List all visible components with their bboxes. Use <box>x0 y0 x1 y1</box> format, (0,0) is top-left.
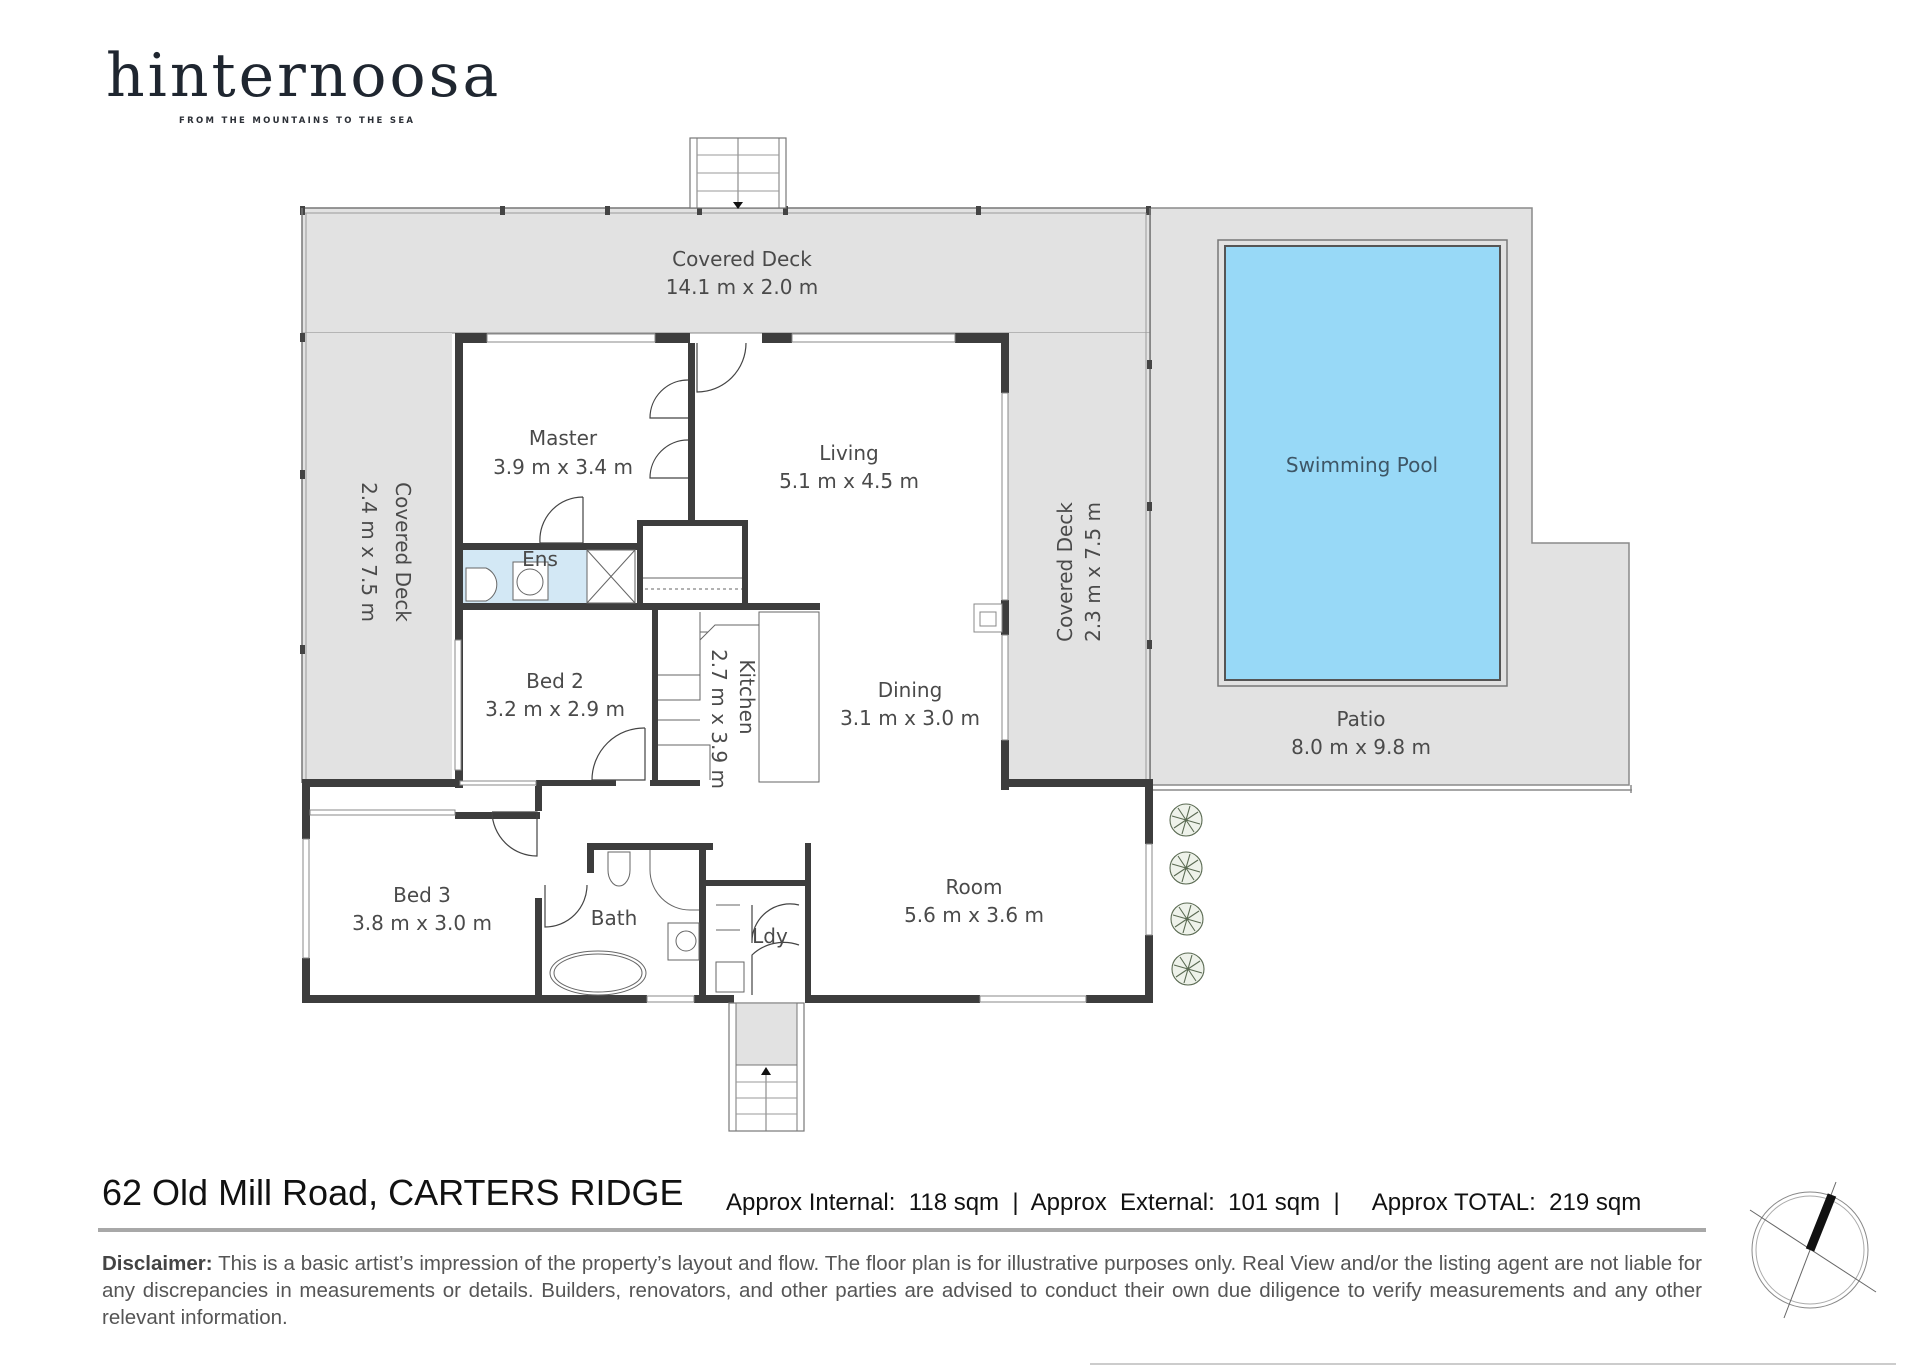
covered-deck-left <box>300 208 452 783</box>
brand-tagline: FROM THE MOUNTAINS TO THE SEA <box>179 116 416 126</box>
svg-text:3.9 m x 3.4 m: 3.9 m x 3.4 m <box>493 455 633 479</box>
label-living: Living <box>819 441 878 465</box>
label-covered-deck-right: Covered Deck <box>1053 502 1077 642</box>
total-area-label: Approx TOTAL: <box>1371 1189 1536 1216</box>
label-bed3: Bed 3 <box>393 883 451 907</box>
floor-plan: Covered Deck 14.1 m x 2.0 m Covered Deck… <box>300 137 1632 1132</box>
swimming-pool <box>1217 239 1508 687</box>
disclaimer-label: Disclaimer: <box>102 1252 213 1275</box>
label-kitchen: Kitchen <box>735 659 759 734</box>
windows <box>302 333 1153 1003</box>
tree-icon <box>1169 851 1203 885</box>
area-summary: Approx Internal: 118 sqm | Approx Extern… <box>726 1189 1641 1217</box>
svg-text:2.4 m x 7.5 m: 2.4 m x 7.5 m <box>357 482 381 622</box>
separator: | <box>1333 1189 1340 1216</box>
room-labels: Covered Deck 14.1 m x 2.0 m Covered Deck… <box>352 247 1438 948</box>
internal-area-value: 118 sqm <box>908 1189 1000 1216</box>
label-master: Master <box>529 426 598 450</box>
tree-icon <box>1169 803 1203 837</box>
walls <box>302 333 1153 1003</box>
scale-rule <box>1090 1363 1896 1365</box>
external-area-value: 101 sqm <box>1228 1189 1321 1216</box>
label-covered-deck-top: Covered Deck <box>672 247 812 271</box>
svg-text:3.2 m x 2.9 m: 3.2 m x 2.9 m <box>485 697 625 721</box>
label-ensuite: Ens <box>522 547 558 571</box>
svg-text:5.6 m x 3.6 m: 5.6 m x 3.6 m <box>904 903 1044 927</box>
covered-deck-right <box>1005 208 1152 783</box>
label-patio: Patio <box>1336 707 1385 731</box>
label-dining: Dining <box>878 678 943 702</box>
svg-text:3.1 m x 3.0 m: 3.1 m x 3.0 m <box>840 706 980 730</box>
brand-logo: hinternoosa FROM THE MOUNTAINS TO THE SE… <box>106 46 501 126</box>
separator: | <box>1012 1189 1019 1216</box>
label-bath: Bath <box>591 906 638 930</box>
svg-text:14.1 m x 2.0 m: 14.1 m x 2.0 m <box>666 275 819 299</box>
arrow-down-icon <box>733 202 743 209</box>
disclaimer: Disclaimer: This is a basic artist’s imp… <box>102 1250 1702 1331</box>
svg-text:3.8 m x 3.0 m: 3.8 m x 3.0 m <box>352 911 492 935</box>
north-arrow-icon <box>1749 1181 1877 1319</box>
disclaimer-text: This is a basic artist’s impression of t… <box>102 1252 1702 1329</box>
property-address: 62 Old Mill Road, CARTERS RIDGE <box>102 1172 684 1213</box>
fixtures <box>465 549 1003 996</box>
svg-text:5.1 m x 4.5 m: 5.1 m x 4.5 m <box>779 469 919 493</box>
footer-divider <box>98 1228 1706 1232</box>
svg-text:2.7 m x 3.9 m: 2.7 m x 3.9 m <box>707 649 731 789</box>
svg-text:2.3 m x 7.5 m: 2.3 m x 7.5 m <box>1081 502 1105 642</box>
stairs-top <box>689 137 787 209</box>
doors <box>491 342 800 995</box>
shrubs <box>1169 803 1205 986</box>
arrow-up-icon <box>761 1067 771 1075</box>
label-room: Room <box>946 875 1003 899</box>
svg-text:8.0 m x 9.8 m: 8.0 m x 9.8 m <box>1291 735 1431 759</box>
label-bed2: Bed 2 <box>526 669 584 693</box>
stairs-bottom <box>728 1002 805 1132</box>
total-area-value: 219 sqm <box>1549 1189 1642 1216</box>
label-laundry: Ldy <box>752 924 788 948</box>
brand-name: hinternoosa <box>106 41 502 111</box>
external-area-label: Approx External: <box>1030 1189 1215 1216</box>
label-covered-deck-left: Covered Deck <box>391 482 415 622</box>
label-swimming-pool: Swimming Pool <box>1286 453 1438 477</box>
tree-icon <box>1171 952 1205 986</box>
internal-area-label: Approx Internal: <box>726 1189 896 1216</box>
tree-icon <box>1170 902 1204 936</box>
